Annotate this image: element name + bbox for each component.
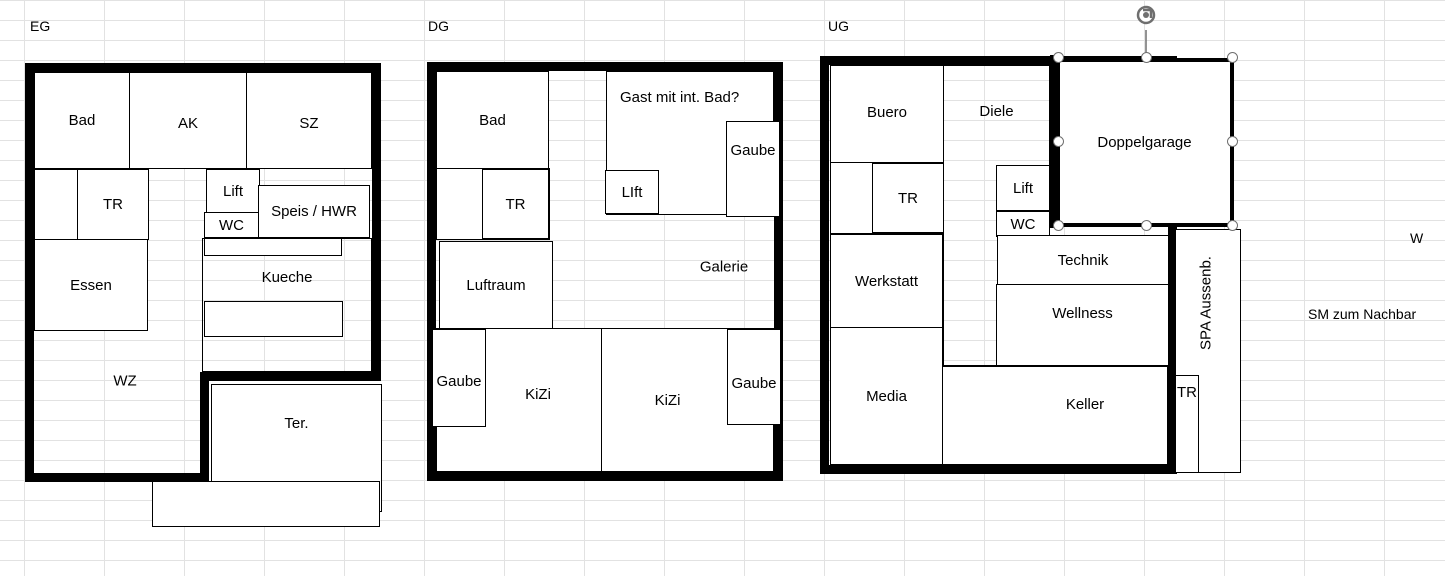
floor-label-dg: DG: [428, 18, 449, 34]
eg-room-lift[interactable]: Lift: [206, 169, 260, 213]
ug-room-lift-label: Lift: [1012, 179, 1033, 197]
ug-room-tr-label: TR: [898, 189, 918, 207]
ug-room-wellness-label: Wellness: [1052, 305, 1113, 322]
note-neighbor: SM zum Nachbar: [1308, 306, 1417, 322]
resize-handle-n[interactable]: [1141, 52, 1152, 63]
ug-room-werkstatt[interactable]: Werkstatt: [830, 234, 943, 328]
ug-room-media[interactable]: Media: [830, 327, 943, 465]
dg-room-lift[interactable]: LIft: [605, 170, 659, 214]
ug-room-buero-label: Buero: [866, 104, 908, 121]
eg-room-ak[interactable]: AK: [129, 72, 247, 169]
ug-room-tr-small[interactable]: TR: [1175, 375, 1199, 473]
dg-room-tr-label: TR: [505, 195, 526, 213]
ug-room-technik-label: Technik: [1057, 251, 1109, 269]
eg-terrace-extension[interactable]: [152, 481, 380, 527]
eg-notch-wall-v: [200, 372, 209, 482]
eg-room-speis[interactable]: Speis / HWR: [258, 185, 370, 238]
dg-room-gast-label: Gast mit int. Bad?: [620, 89, 740, 106]
floor-label-ug: UG: [828, 18, 849, 34]
eg-room-kueche-label: Kueche: [261, 269, 313, 286]
resize-handle-sw[interactable]: [1053, 220, 1064, 231]
ug-room-tr-outer[interactable]: [830, 162, 944, 234]
dg-room-tr[interactable]: TR: [482, 169, 549, 239]
eg-room-essen-label: Essen: [70, 276, 112, 294]
dg-room-luftraum-label: Luftraum: [466, 276, 526, 294]
eg-room-wz-label: WZ: [113, 372, 137, 390]
dg-room-gaube-right[interactable]: Gaube: [727, 329, 781, 425]
resize-handle-w[interactable]: [1053, 136, 1064, 147]
dg-room-gaube-right-label: Gaube: [731, 374, 777, 392]
eg-room-tr-label: TR: [103, 196, 123, 213]
ug-room-doppelgarage-label: Doppelgarage: [1097, 134, 1192, 151]
ug-room-wc-label: WC: [1010, 215, 1036, 233]
ug-wall-east: [1168, 226, 1177, 474]
dg-room-bad[interactable]: Bad: [436, 71, 549, 169]
eg-kitchen-island[interactable]: [204, 301, 343, 337]
floor-label-eg: EG: [30, 18, 51, 34]
note-w: W: [1410, 230, 1424, 246]
dg-room-gaube-top[interactable]: Gaube: [726, 121, 780, 217]
rotate-handle-icon[interactable]: [1136, 5, 1156, 25]
dg-room-gaube-left[interactable]: Gaube: [432, 329, 486, 427]
dg-room-tr-outer[interactable]: [436, 168, 550, 240]
eg-room-speis-label: Speis / HWR: [271, 203, 357, 220]
dg-room-lift-label: LIft: [621, 183, 643, 201]
eg-room-sz[interactable]: SZ: [246, 72, 372, 169]
eg-room-wc-label: WC: [219, 216, 244, 234]
resize-handle-s[interactable]: [1141, 220, 1152, 231]
eg-room-ak-label: AK: [177, 115, 198, 132]
dg-room-gaube-top-label: Gaube: [730, 142, 776, 159]
eg-room-wc[interactable]: WC: [204, 212, 259, 238]
ug-room-tr-small-label: TR: [1177, 384, 1197, 401]
eg-room-sz-label: SZ: [299, 115, 319, 132]
ug-room-wellness[interactable]: Wellness: [996, 284, 1169, 366]
dg-room-luftraum[interactable]: Luftraum: [439, 241, 553, 329]
ug-room-diele-label: Diele: [979, 103, 1014, 120]
dg-outer-wall[interactable]: [427, 62, 783, 481]
resize-handle-ne[interactable]: [1227, 52, 1238, 63]
dg-room-kizi-2-label: KiZi: [654, 391, 681, 409]
ug-room-buero[interactable]: Buero: [830, 65, 944, 163]
eg-room-bad[interactable]: Bad: [34, 72, 130, 169]
ug-room-spa-label: SPA Aussenb.: [1197, 256, 1215, 350]
eg-room-bad-label: Bad: [68, 112, 96, 129]
ug-room-lift[interactable]: Lift: [996, 165, 1050, 211]
eg-room-essen[interactable]: Essen: [34, 239, 148, 331]
dg-room-galerie-label: Galerie: [699, 258, 749, 276]
resize-handle-nw[interactable]: [1053, 52, 1064, 63]
eg-room-kueche[interactable]: Kueche: [202, 238, 372, 372]
ug-room-keller[interactable]: Keller: [942, 366, 1168, 465]
ug-room-media-label: Media: [866, 387, 907, 405]
eg-room-tr[interactable]: TR: [77, 169, 149, 240]
dg-room-gaube-left-label: Gaube: [436, 372, 482, 390]
ug-room-werkstatt-label: Werkstatt: [854, 272, 919, 290]
ug-room-technik[interactable]: Technik: [997, 235, 1169, 285]
eg-room-lift-label: Lift: [222, 182, 243, 200]
selection-frame[interactable]: [1050, 2, 1246, 236]
ug-room-wc[interactable]: WC: [996, 211, 1050, 237]
ug-room-keller-label: Keller: [1065, 396, 1105, 413]
resize-handle-e[interactable]: [1227, 136, 1238, 147]
dg-room-bad-label: Bad: [479, 111, 506, 129]
resize-handle-se[interactable]: [1227, 220, 1238, 231]
dg-room-kizi-1-label: KiZi: [525, 385, 551, 403]
ug-room-tr[interactable]: TR: [872, 163, 944, 233]
eg-notch-wall-h: [200, 372, 381, 381]
eg-room-ter-label: Ter.: [284, 415, 309, 432]
